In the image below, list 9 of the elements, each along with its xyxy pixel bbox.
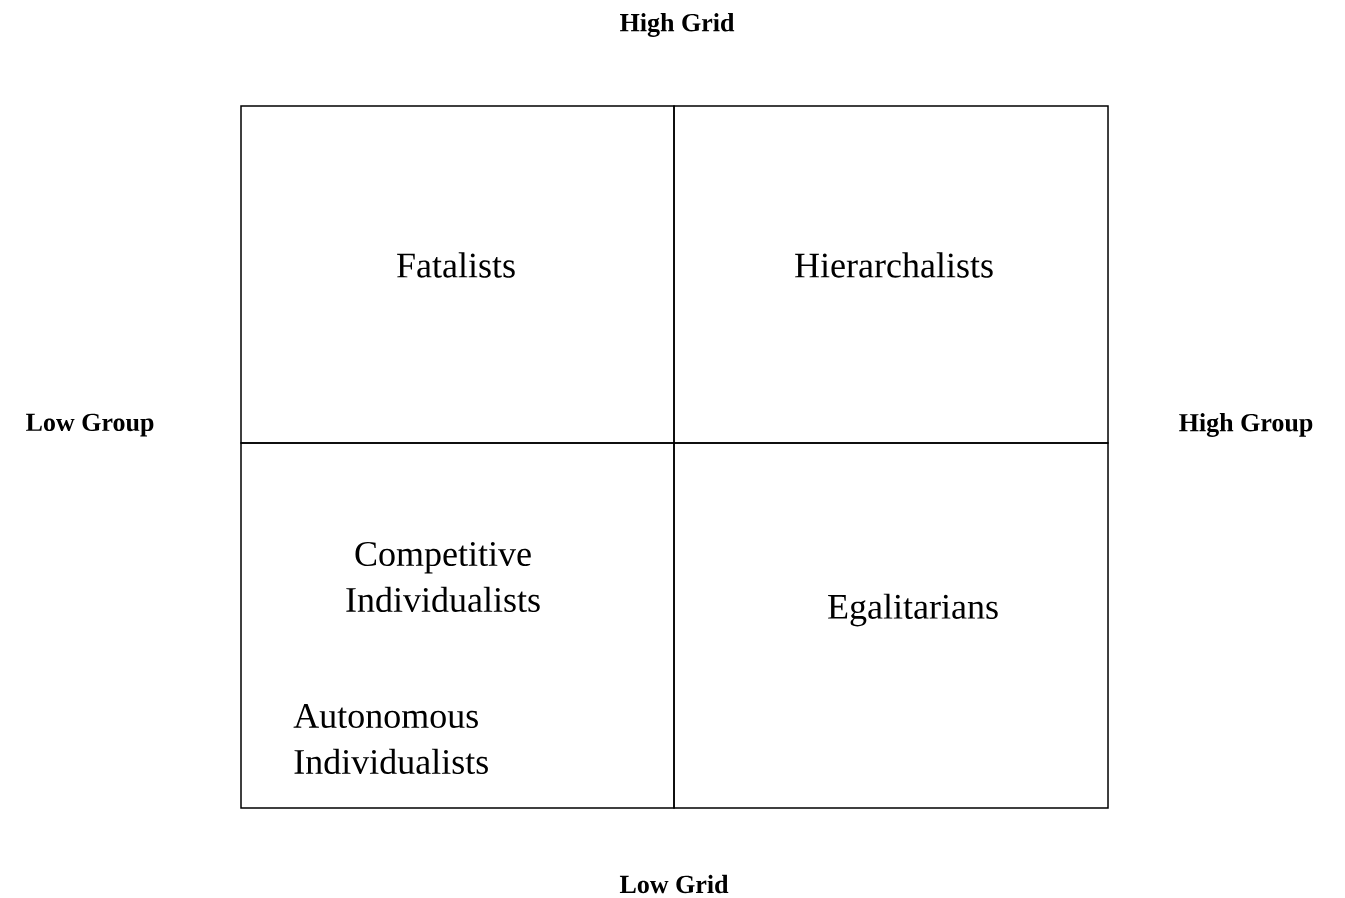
axis-label: Low Grid [619,874,729,894]
quadrant-label: Competitive Individualists [346,541,540,613]
axis-label: Low Group [26,413,154,437]
quadrant-label: Fatalists [397,252,515,278]
quadrant-label: Autonomous Individualists [293,703,488,775]
quadrant-label: Egalitarians [828,593,998,627]
quadrant-label: Hierarchalists [795,252,993,278]
axis-label: High Grid [620,13,735,37]
axis-label: High Group [1179,413,1313,437]
